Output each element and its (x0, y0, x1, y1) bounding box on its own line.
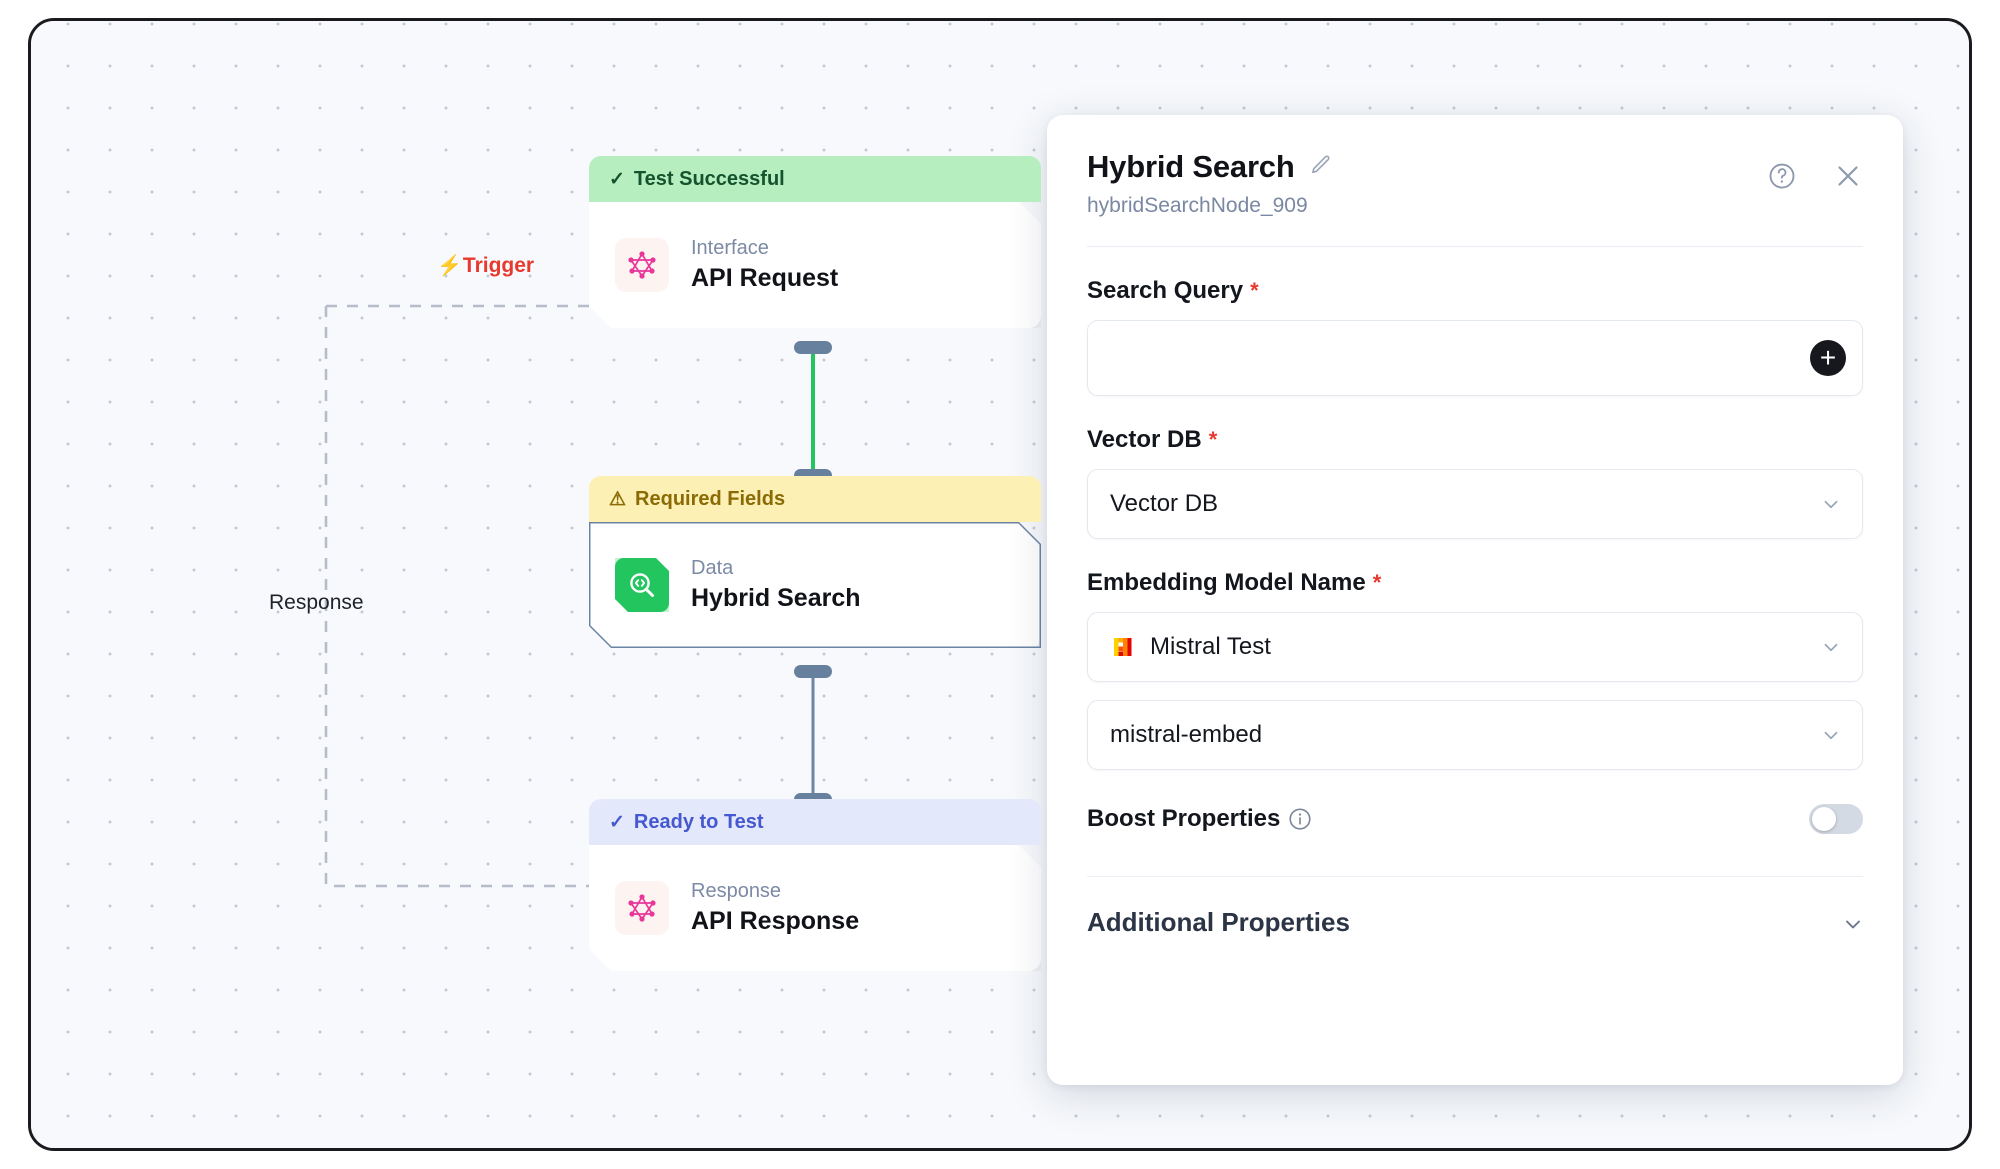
additional-properties-section[interactable]: Additional Properties (1087, 907, 1863, 938)
vector-db-select[interactable]: Vector DB (1087, 469, 1863, 539)
warning-triangle-icon: ⚠ (609, 488, 627, 510)
node-status-badge-ready-to-test: ✓ Ready to Test (589, 799, 1041, 845)
vector-db-value: Vector DB (1110, 490, 1219, 517)
node-properties-panel: Hybrid Search hybridSearchNode_909 (1047, 115, 1903, 1085)
field-label: Boost Properties (1087, 805, 1809, 833)
boost-properties-toggle[interactable] (1809, 804, 1863, 834)
pencil-icon[interactable] (1309, 153, 1333, 182)
node-text: Data Hybrid Search (691, 557, 861, 613)
app-frame: Response ⚡ Trigger ✓ Test Successful (28, 18, 1972, 1151)
panel-header: Hybrid Search hybridSearchNode_909 (1087, 149, 1863, 218)
node-title-label: API Request (691, 264, 839, 292)
toggle-knob (1812, 807, 1836, 831)
vector-db-label: Vector DB (1087, 426, 1202, 453)
edge-hybrid-to-response (811, 671, 815, 806)
graphql-icon (615, 238, 669, 292)
check-icon: ✓ (609, 811, 625, 833)
node-card[interactable]: Interface API Request (589, 202, 1041, 328)
node-title-label: API Response (691, 907, 860, 935)
section-divider (1087, 876, 1863, 877)
check-icon: ✓ (609, 168, 625, 190)
node-card[interactable]: Data Hybrid Search (589, 522, 1041, 648)
node-text: Interface API Request (691, 237, 838, 293)
node-kind-label: Interface (691, 237, 769, 259)
node-status-label: Ready to Test (633, 810, 764, 833)
embedding-provider-value: Mistral Test (1150, 633, 1271, 660)
field-label: Vector DB * (1087, 426, 1863, 454)
mistral-icon (1110, 634, 1136, 660)
field-label: Search Query * (1087, 277, 1863, 305)
trigger-edge-label: ⚡ Trigger (437, 254, 534, 278)
node-kind-label: Data (691, 557, 734, 579)
additional-properties-label: Additional Properties (1087, 907, 1350, 937)
node-card[interactable]: Response API Response (589, 845, 1041, 971)
response-edge-label: Response (269, 591, 364, 614)
required-marker: * (1250, 278, 1259, 303)
embedding-model-value: mistral-embed (1110, 721, 1263, 748)
trigger-label-text: Trigger (462, 254, 535, 277)
header-divider (1087, 246, 1863, 247)
node-status-label: Test Successful (633, 167, 785, 190)
field-search-query: Search Query * + (1087, 277, 1863, 396)
required-marker: * (1208, 427, 1218, 452)
search-query-label: Search Query (1087, 277, 1244, 304)
flow-node-api-request[interactable]: ✓ Test Successful (589, 156, 1041, 328)
chevron-down-icon (1841, 912, 1863, 934)
chevron-down-icon (1820, 636, 1842, 658)
page-title: Hybrid Search (1087, 149, 1295, 184)
field-vector-db: Vector DB * Vector DB (1087, 426, 1863, 539)
graphql-icon (615, 881, 669, 935)
node-handle-source-request[interactable] (794, 341, 832, 354)
node-id-label: hybridSearchNode_909 (1087, 194, 1308, 217)
lightning-bolt-icon: ⚡ (437, 255, 462, 277)
node-text: Response API Response (691, 880, 859, 936)
node-title-label: Hybrid Search (691, 584, 861, 612)
question-circle-icon[interactable] (1767, 161, 1797, 191)
chevron-down-icon (1820, 724, 1842, 746)
node-status-badge-test-successful: ✓ Test Successful (589, 156, 1041, 202)
field-boost-properties: Boost Properties (1087, 804, 1863, 834)
embedding-model-name-label: Embedding Model Name (1087, 569, 1366, 596)
node-status-badge-required-fields: ⚠ Required Fields (589, 476, 1041, 522)
required-marker: * (1372, 570, 1382, 595)
flow-node-hybrid-search[interactable]: ⚠ Required Fields Data Hybri (589, 476, 1041, 648)
flow-node-api-response[interactable]: ✓ Ready to Test (589, 799, 1041, 971)
plus-icon[interactable]: + (1810, 340, 1846, 376)
node-kind-label: Response (691, 880, 782, 902)
field-embedding-model-name: Embedding Model Name * Mistral Test (1087, 569, 1863, 770)
embedding-provider-select[interactable]: Mistral Test (1087, 612, 1863, 682)
node-handle-source-hybrid[interactable] (794, 665, 832, 678)
node-status-label: Required Fields (635, 487, 786, 510)
search-query-input[interactable]: + (1087, 320, 1863, 396)
code-search-icon (615, 558, 669, 612)
boost-properties-label: Boost Properties (1087, 805, 1281, 832)
embedding-model-select[interactable]: mistral-embed (1087, 700, 1863, 770)
chevron-down-icon (1820, 493, 1842, 515)
edge-request-to-hybrid (811, 348, 815, 480)
panel-header-actions (1767, 161, 1863, 191)
info-circle-icon[interactable] (1287, 806, 1313, 832)
field-label: Embedding Model Name * (1087, 569, 1863, 597)
close-icon[interactable] (1833, 161, 1863, 191)
